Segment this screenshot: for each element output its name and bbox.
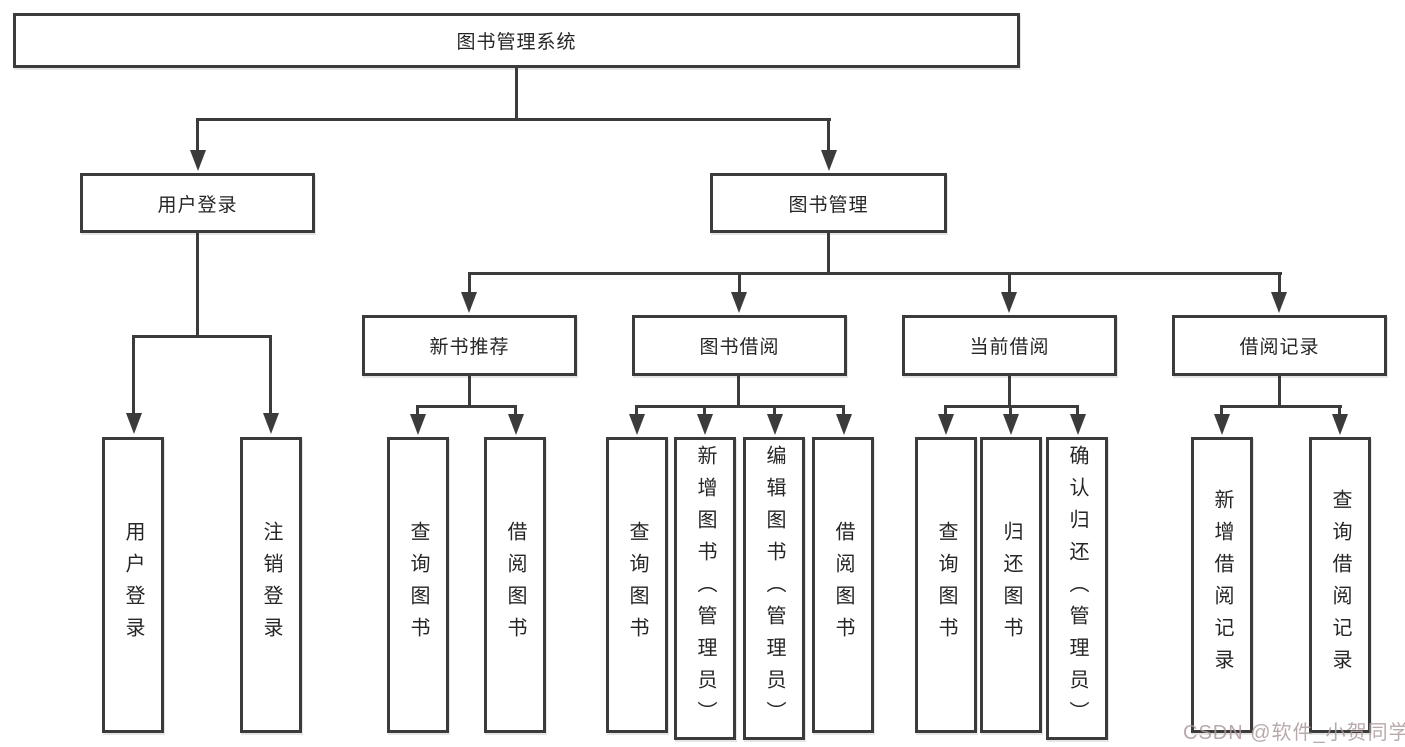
arrow-down-icon	[190, 150, 206, 171]
connector-line	[515, 68, 518, 120]
leaf-add-borrow-record: 新增借阅记录	[1191, 437, 1253, 733]
leaf-query-books-current: 查询图书	[915, 437, 977, 733]
leaf-user-login: 用户登录	[102, 437, 164, 733]
arrow-down-icon	[1214, 414, 1230, 435]
node-book-borrowing: 图书借阅	[632, 315, 847, 376]
node-borrow-records: 借阅记录	[1172, 315, 1387, 376]
connector-line	[1009, 405, 1012, 416]
arrow-down-icon	[731, 292, 747, 313]
connector-line	[1076, 405, 1079, 416]
connector-line	[132, 335, 272, 338]
arrow-down-icon	[629, 414, 645, 435]
connector-line	[416, 405, 517, 408]
arrow-down-icon	[1271, 292, 1287, 313]
arrow-down-icon	[410, 414, 426, 435]
node-user-login: 用户登录	[80, 173, 315, 233]
leaf-label: 查询图书	[935, 521, 957, 649]
connector-line	[1220, 405, 1342, 408]
leaf-label: 新增借阅记录	[1211, 489, 1233, 681]
node-book-management: 图书管理	[710, 173, 947, 233]
leaf-label: 编辑图书（管理员）	[763, 444, 785, 733]
node-root-library-system: 图书管理系统	[13, 13, 1020, 68]
arrow-down-icon	[1070, 414, 1086, 435]
arrow-down-icon	[767, 414, 783, 435]
connector-line	[703, 405, 706, 416]
connector-line	[1008, 272, 1011, 294]
node-current-borrowing: 当前借阅	[902, 315, 1117, 376]
arrow-down-icon	[938, 414, 954, 435]
leaf-label: 确认归还（管理员）	[1066, 444, 1088, 733]
connector-line	[738, 272, 741, 294]
arrow-down-icon	[461, 292, 477, 313]
arrow-down-icon	[1003, 414, 1019, 435]
leaf-add-books-admin: 新增图书（管理员）	[674, 437, 736, 740]
connector-line	[773, 405, 776, 416]
connector-line	[827, 118, 830, 153]
connector-line	[1008, 376, 1011, 407]
node-label: 当前借阅	[969, 337, 1050, 358]
node-label: 用户登录	[157, 194, 238, 216]
arrow-down-icon	[1001, 292, 1017, 313]
leaf-return-books: 归还图书	[980, 437, 1042, 733]
leaf-borrow-books: 借阅图书	[812, 437, 874, 733]
connector-line	[1220, 405, 1223, 416]
connector-line	[1278, 376, 1281, 407]
arrow-down-icon	[697, 414, 713, 435]
connector-line	[1278, 272, 1281, 294]
connector-line	[842, 405, 845, 416]
leaf-label: 用户登录	[122, 521, 144, 649]
node-label: 图书借阅	[699, 337, 780, 358]
leaf-label: 查询借阅记录	[1329, 489, 1351, 681]
connector-line	[1338, 405, 1341, 416]
connector-line	[468, 376, 471, 407]
leaf-label: 借阅图书	[504, 521, 526, 649]
connector-line	[514, 405, 517, 416]
connector-line	[827, 233, 830, 274]
arrow-down-icon	[1332, 414, 1348, 435]
node-label: 图书管理系统	[456, 32, 577, 53]
arrow-down-icon	[836, 414, 852, 435]
node-label: 图书管理	[788, 194, 869, 216]
leaf-label: 归还图书	[1000, 521, 1022, 649]
leaf-label: 新增图书（管理员）	[694, 444, 716, 733]
leaf-logout: 注销登录	[240, 437, 302, 733]
connector-line	[196, 118, 831, 121]
connector-line	[416, 405, 419, 416]
connector-line	[196, 118, 199, 153]
csdn-watermark: CSDN @软件_小贺同学	[1183, 722, 1405, 744]
connector-line	[269, 335, 272, 415]
leaf-query-borrow-record: 查询借阅记录	[1309, 437, 1371, 733]
leaf-query-books-borrowing: 查询图书	[606, 437, 668, 733]
connector-line	[196, 233, 199, 337]
connector-line	[635, 405, 845, 408]
leaf-label: 注销登录	[260, 521, 282, 649]
leaf-confirm-return-admin: 确认归还（管理员）	[1046, 437, 1108, 740]
arrow-down-icon	[126, 413, 142, 434]
connector-line	[635, 405, 638, 416]
arrow-down-icon	[821, 150, 837, 171]
node-label: 新书推荐	[429, 337, 510, 358]
leaf-label: 查询图书	[407, 521, 429, 649]
connector-line	[944, 405, 947, 416]
node-label: 借阅记录	[1239, 337, 1320, 358]
connector-line	[468, 272, 471, 294]
leaf-label: 查询图书	[626, 521, 648, 649]
connector-line	[132, 335, 135, 415]
connector-line	[468, 272, 1282, 275]
leaf-borrow-books-recommend: 借阅图书	[484, 437, 546, 733]
leaf-edit-books-admin: 编辑图书（管理员）	[743, 437, 805, 740]
connector-line	[737, 376, 740, 407]
leaf-label: 借阅图书	[832, 521, 854, 649]
leaf-query-books-recommend: 查询图书	[387, 437, 449, 733]
arrow-down-icon	[508, 414, 524, 435]
arrow-down-icon	[263, 413, 279, 434]
node-new-book-recommend: 新书推荐	[362, 315, 577, 376]
